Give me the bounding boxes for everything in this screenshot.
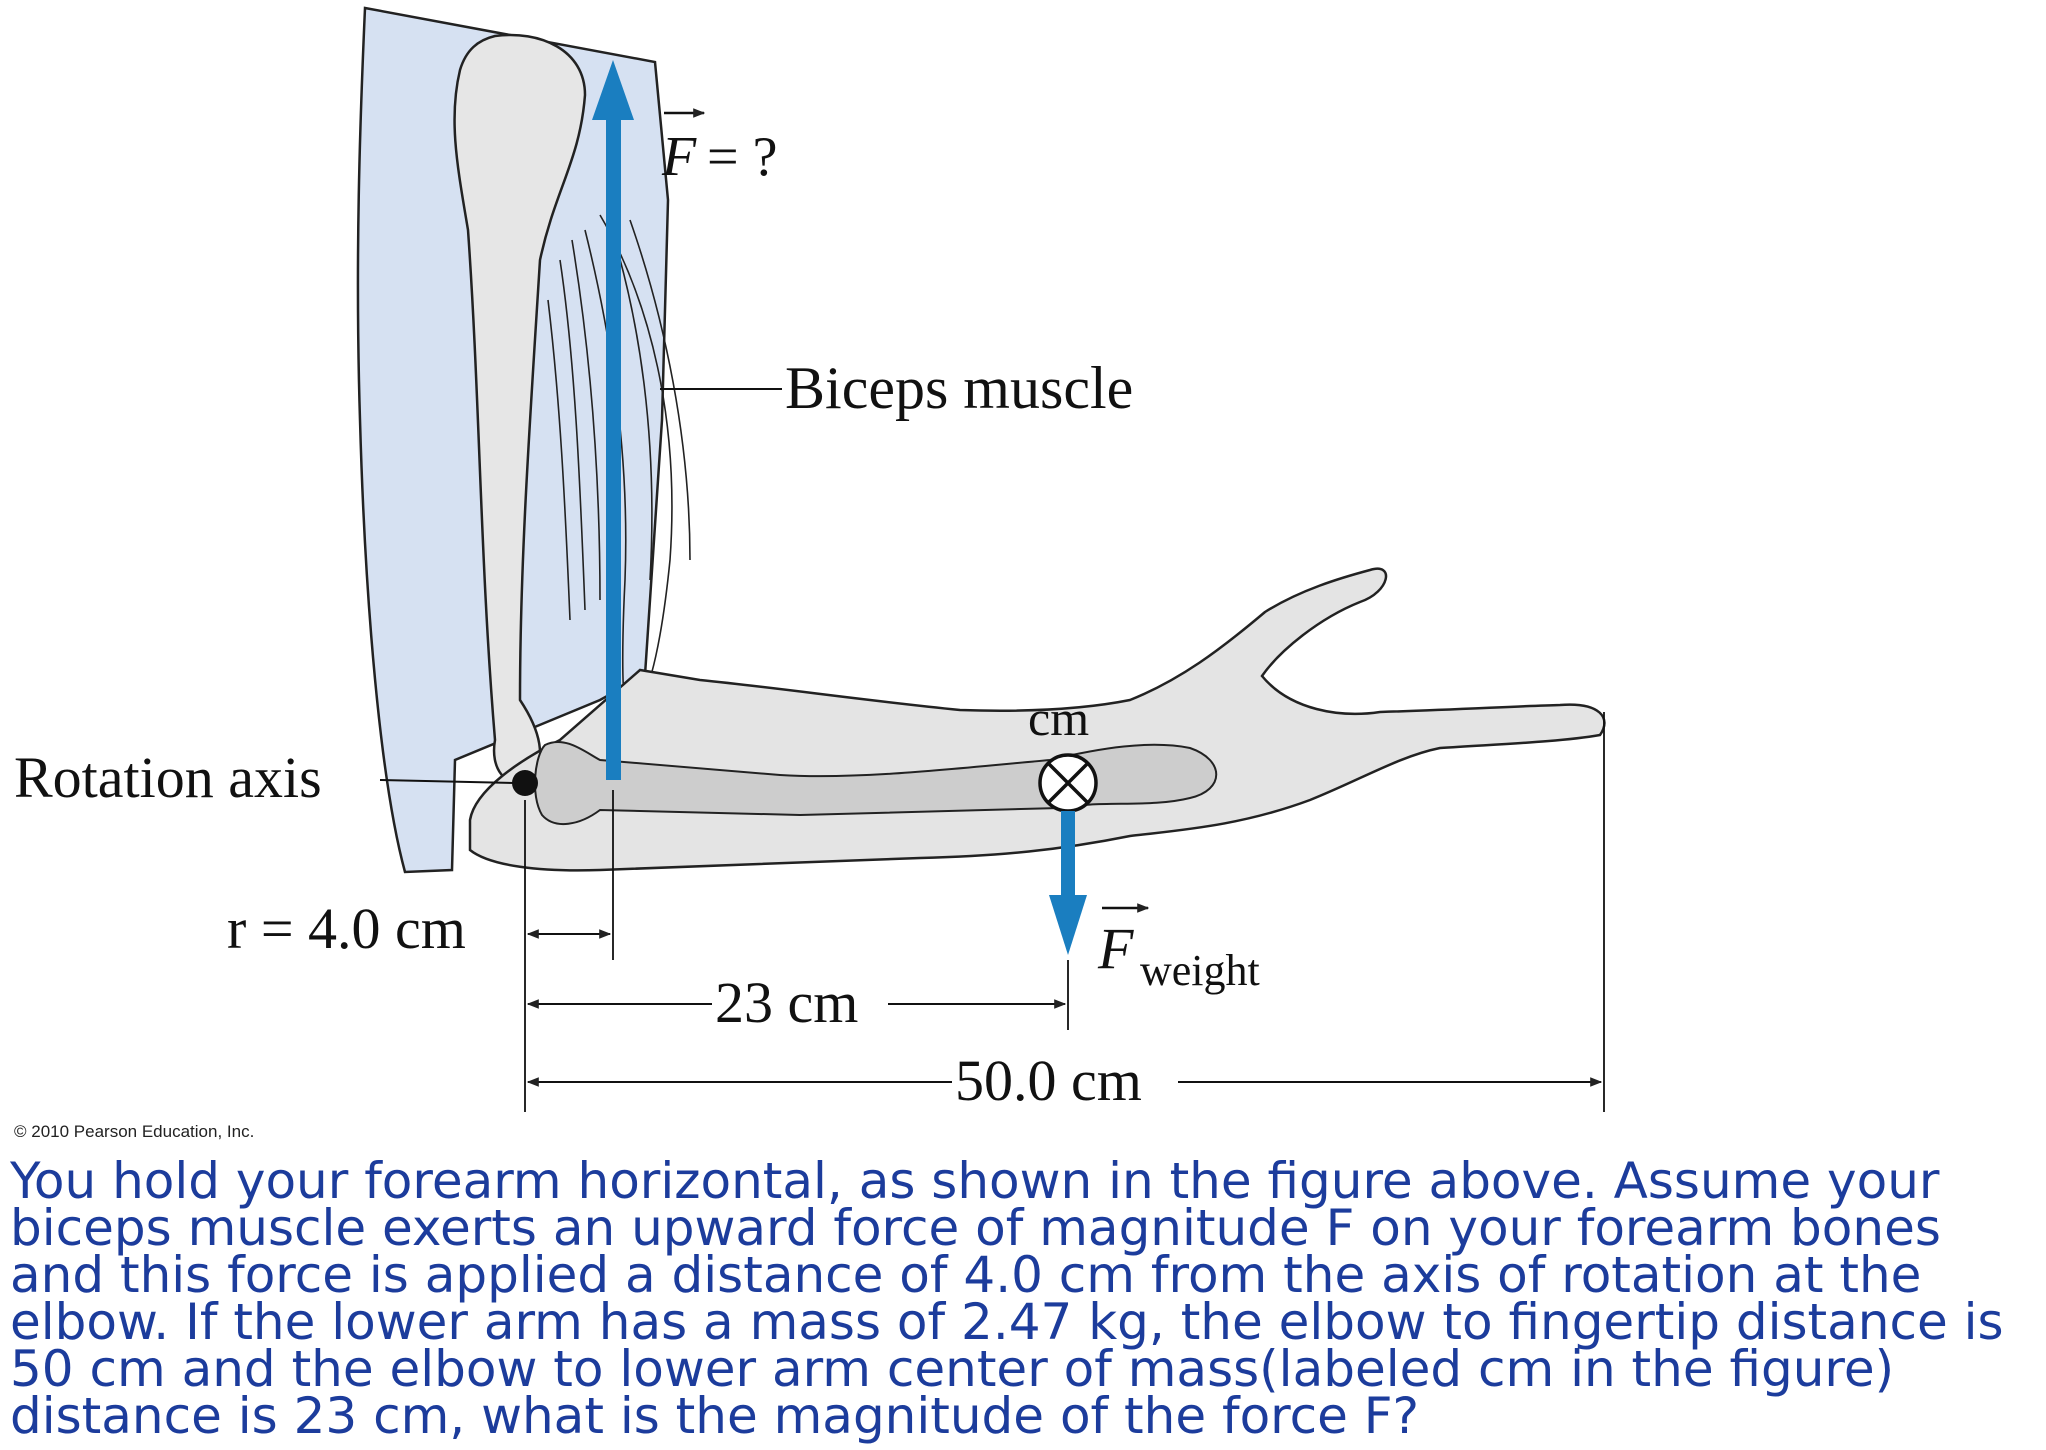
force-symbol: F [661,126,697,188]
force-label: F = ? [661,108,777,188]
biceps-muscle-fibers [547,214,691,701]
biceps-force-arrow [592,60,634,780]
force-value: = ? [707,126,777,188]
copyright-notice: © 2010 Pearson Education, Inc. [14,1122,254,1141]
weight-subscript: weight [1140,946,1260,995]
center-of-mass-marker [1038,753,1098,813]
problem-statement: You hold your forearm horizontal, as sho… [10,1152,2004,1445]
weight-force-label: F weight [1097,903,1260,995]
center-of-mass-label: cm [1028,690,1089,746]
r-dimension-label: r = 4.0 cm [227,896,466,961]
weight-force-arrow [1049,811,1087,955]
weight-symbol: F [1097,916,1134,981]
rotation-axis-label: Rotation axis [14,745,322,810]
forearm-bones [534,740,1218,826]
dist-50-label: 50.0 cm [955,1048,1142,1113]
biceps-label: Biceps muscle [785,355,1133,421]
rotation-axis-pivot [512,770,538,796]
dimension-extension-lines [524,712,1605,1112]
dist-23-label: 23 cm [715,970,858,1035]
rotation-axis-leader-line [379,779,516,784]
